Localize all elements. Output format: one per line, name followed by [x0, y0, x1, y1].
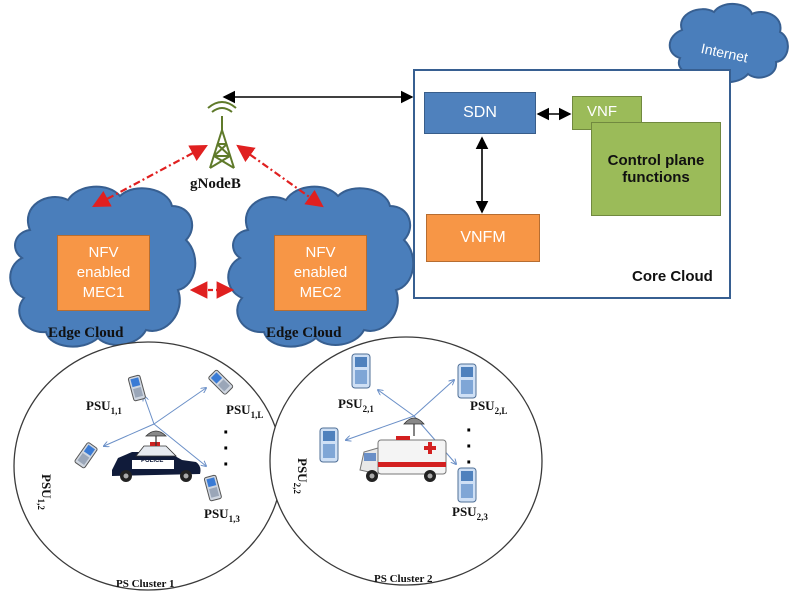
mec2-label-line2: enabled — [293, 264, 348, 281]
mec1-box: NFV enabled MEC1 — [57, 235, 150, 311]
gnodeb-tower-icon — [207, 101, 237, 169]
vnfm-label: VNFM — [460, 229, 506, 246]
edge-cloud-1-label: Edge Cloud — [48, 325, 124, 341]
psu-label-1-3: PSU1,3 — [204, 506, 240, 524]
psu-label-2-1: PSU2,1 — [338, 396, 374, 414]
phone-icon — [208, 369, 234, 395]
mec1-label-line3: MEC1 — [82, 284, 125, 301]
psu-label-2-l: PSU2,L — [470, 398, 508, 416]
ellipsis-dot: · — [223, 422, 230, 444]
phone-icon — [319, 427, 339, 463]
psu-label-1-1: PSU1,1 — [86, 398, 122, 416]
control-plane-label-line2: functions — [622, 169, 690, 186]
phone-icon — [74, 442, 98, 469]
psu-label-1-l: PSU1,L — [226, 402, 264, 420]
gnodeb-mec1-link — [92, 144, 208, 208]
psu-label-2-2: PSU2,2 — [292, 458, 310, 494]
ellipsis-dot: · — [466, 420, 473, 442]
gnodeb-mec2-link — [236, 144, 324, 208]
phone-icon — [127, 374, 146, 402]
police-vehicle-label: POLICE — [141, 458, 164, 464]
core-cloud-label: Core Cloud — [632, 268, 713, 285]
mec1-label-line2: enabled — [76, 264, 131, 281]
control-plane-label-line1: Control plane — [607, 152, 705, 169]
edge-cloud-2-label: Edge Cloud — [266, 325, 342, 341]
vnf-label: VNF — [587, 103, 617, 120]
ellipsis-dot: · — [466, 436, 473, 458]
phone-icon — [457, 467, 477, 503]
cluster-1-links — [104, 388, 206, 466]
psu-label-2-3: PSU2,3 — [452, 504, 488, 522]
phone-icon — [457, 363, 477, 399]
ellipsis-dot: · — [466, 452, 473, 474]
mec2-box: NFV enabled MEC2 — [274, 235, 367, 311]
internet-cloud — [668, 3, 789, 84]
phone-icon — [351, 353, 371, 389]
cluster-2-label: PS Cluster 2 — [374, 573, 433, 585]
cluster-1-label: PS Cluster 1 — [116, 578, 175, 590]
psu-label-1-2: PSU1,2 — [36, 474, 54, 510]
police-car-icon — [112, 430, 201, 482]
mec1-label-line1: NFV — [88, 244, 119, 261]
sdn-label: SDN — [463, 104, 497, 121]
mec2-label-line1: NFV — [305, 244, 336, 261]
gnodeb-label: gNodeB — [190, 176, 241, 192]
control-plane-functions-box: Control plane functions — [591, 122, 721, 216]
ellipsis-dot: · — [223, 438, 230, 460]
vnfm-box: VNFM — [426, 214, 540, 262]
phone-icon — [203, 474, 222, 502]
ellipsis-dot: · — [223, 454, 230, 476]
sdn-box: SDN — [424, 92, 536, 134]
ambulance-icon — [359, 417, 447, 482]
mec2-label-line3: MEC2 — [299, 284, 342, 301]
